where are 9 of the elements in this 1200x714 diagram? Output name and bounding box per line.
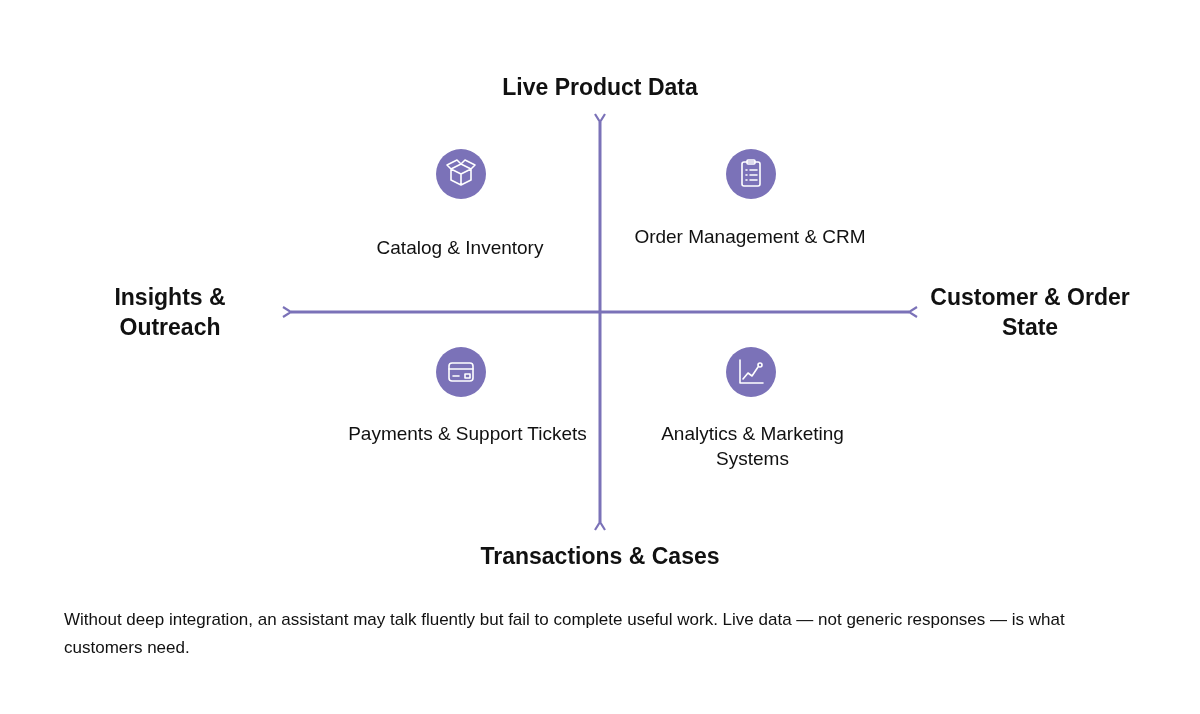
axis-label: Customer & Order State (930, 283, 1130, 342)
quadrant-label: Catalog & Inventory (375, 236, 545, 260)
caption-text: Without deep integration, an assistant may talk fluently but fail to complete useful work. Live data — not generic responses — is what customers need. (64, 609, 1066, 659)
quadrant-label: Analytics & Marketing Systems (660, 422, 845, 471)
quadrant-label: Payments & Support Tickets (347, 422, 588, 446)
axis-label: Live Product Data (501, 73, 699, 102)
axis-label: Transactions & Cases (479, 542, 721, 571)
quadrant-label: Order Management & CRM (633, 225, 867, 249)
axis-label: Insights & Outreach (113, 283, 227, 342)
